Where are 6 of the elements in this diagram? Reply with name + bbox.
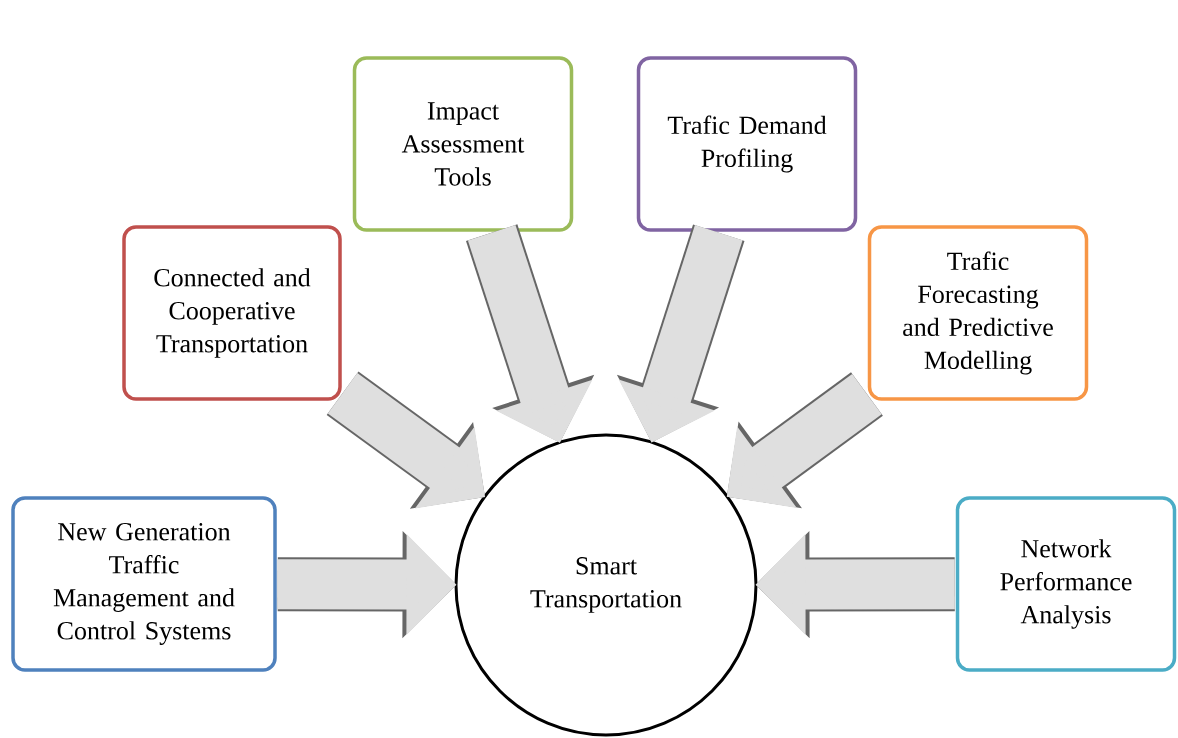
topic-box: Connected and Cooperative Transportation xyxy=(122,225,342,401)
topic-box: Trafic Demand Profiling xyxy=(636,56,858,232)
topic-box: Network Performance Analysis xyxy=(955,496,1177,672)
topic-box: New Generation Traffic Management and Control Systems xyxy=(11,496,277,672)
topic-box: Trafic Forecasting and Predictive Modelling xyxy=(867,225,1089,401)
topic-box: Impact Assessment Tools xyxy=(352,56,574,232)
